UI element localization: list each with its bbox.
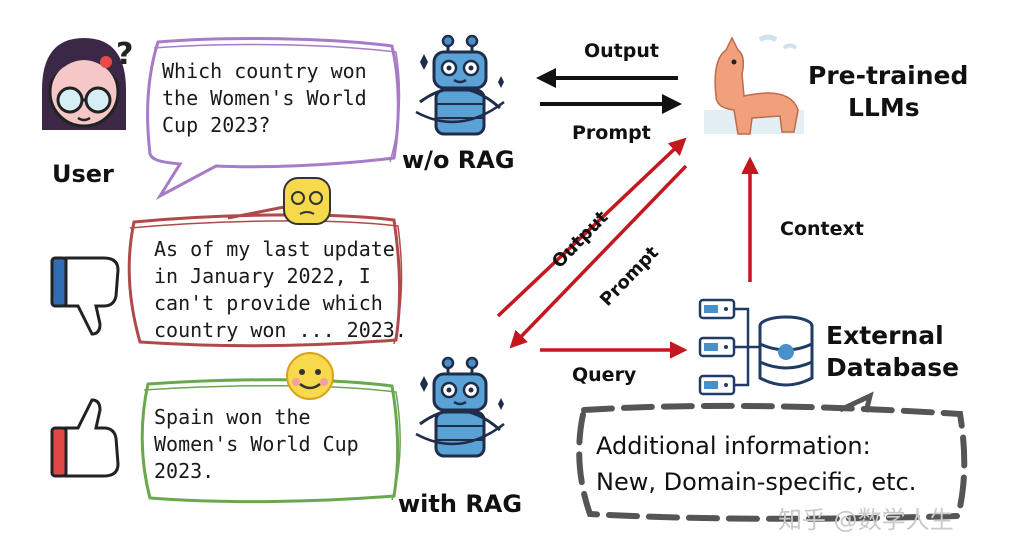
llm-label-line: Pre-trained <box>808 61 969 90</box>
context-label: Context <box>780 218 864 240</box>
question-line: Which country won <box>162 59 367 83</box>
user-label: User <box>52 160 114 188</box>
question-line: the Women's World <box>162 86 367 110</box>
bad-answer-line: can't provide which <box>154 291 383 315</box>
info-box-line: Additional information: <box>596 432 871 460</box>
smile-emoji-icon <box>286 352 334 400</box>
user-avatar-icon <box>42 38 126 130</box>
thumbs-up-icon <box>50 398 120 478</box>
top-prompt-label: Prompt <box>572 122 651 144</box>
confused-emoji-icon <box>283 177 331 225</box>
robot-icon <box>414 356 506 458</box>
llama-icon <box>704 34 804 135</box>
info-box-line: New, Domain-specific, etc. <box>596 468 917 496</box>
diag-output-arrow <box>496 137 687 318</box>
bad-answer-line: As of my last update <box>154 237 395 261</box>
good-answer-line: Women's World Cup <box>154 432 359 456</box>
question-mark-icon: ? <box>116 37 133 72</box>
wo-rag-label: w/o RAG <box>402 146 515 174</box>
database-icon <box>758 315 814 387</box>
bad-answer-line: in January 2022, I <box>154 264 371 288</box>
thumbs-down-icon <box>50 256 120 336</box>
db-label-line: External <box>826 321 944 350</box>
good-answer-line: Spain won the <box>154 405 311 429</box>
diag-prompt-arrow <box>509 164 688 349</box>
info-box-border <box>576 402 968 522</box>
bad-answer-line: country won ... 2023. <box>154 318 407 342</box>
query-label: Query <box>572 364 637 386</box>
llm-label-line: LLMs <box>848 93 920 122</box>
db-label: External Database <box>826 320 959 384</box>
question-text: Which country won the Women's World Cup … <box>162 58 367 139</box>
good-answer-line: 2023. <box>154 459 215 483</box>
info-box-text: Additional information: New, Domain-spec… <box>596 428 916 500</box>
server-icon <box>698 298 760 396</box>
top-output-label: Output <box>584 40 659 62</box>
llm-label: Pre-trained LLMs <box>808 60 968 124</box>
svg-text:?: ? <box>116 37 133 72</box>
robot-icon <box>414 34 506 136</box>
bad-answer-text: As of my last update in January 2022, I … <box>154 236 407 344</box>
good-answer-text: Spain won the Women's World Cup 2023. <box>154 404 359 485</box>
watermark: 知乎 @数学人生 <box>778 506 954 534</box>
with-rag-label: with RAG <box>398 490 523 518</box>
question-line: Cup 2023? <box>162 113 271 137</box>
db-label-line: Database <box>826 353 960 382</box>
question-bubble <box>146 37 400 200</box>
